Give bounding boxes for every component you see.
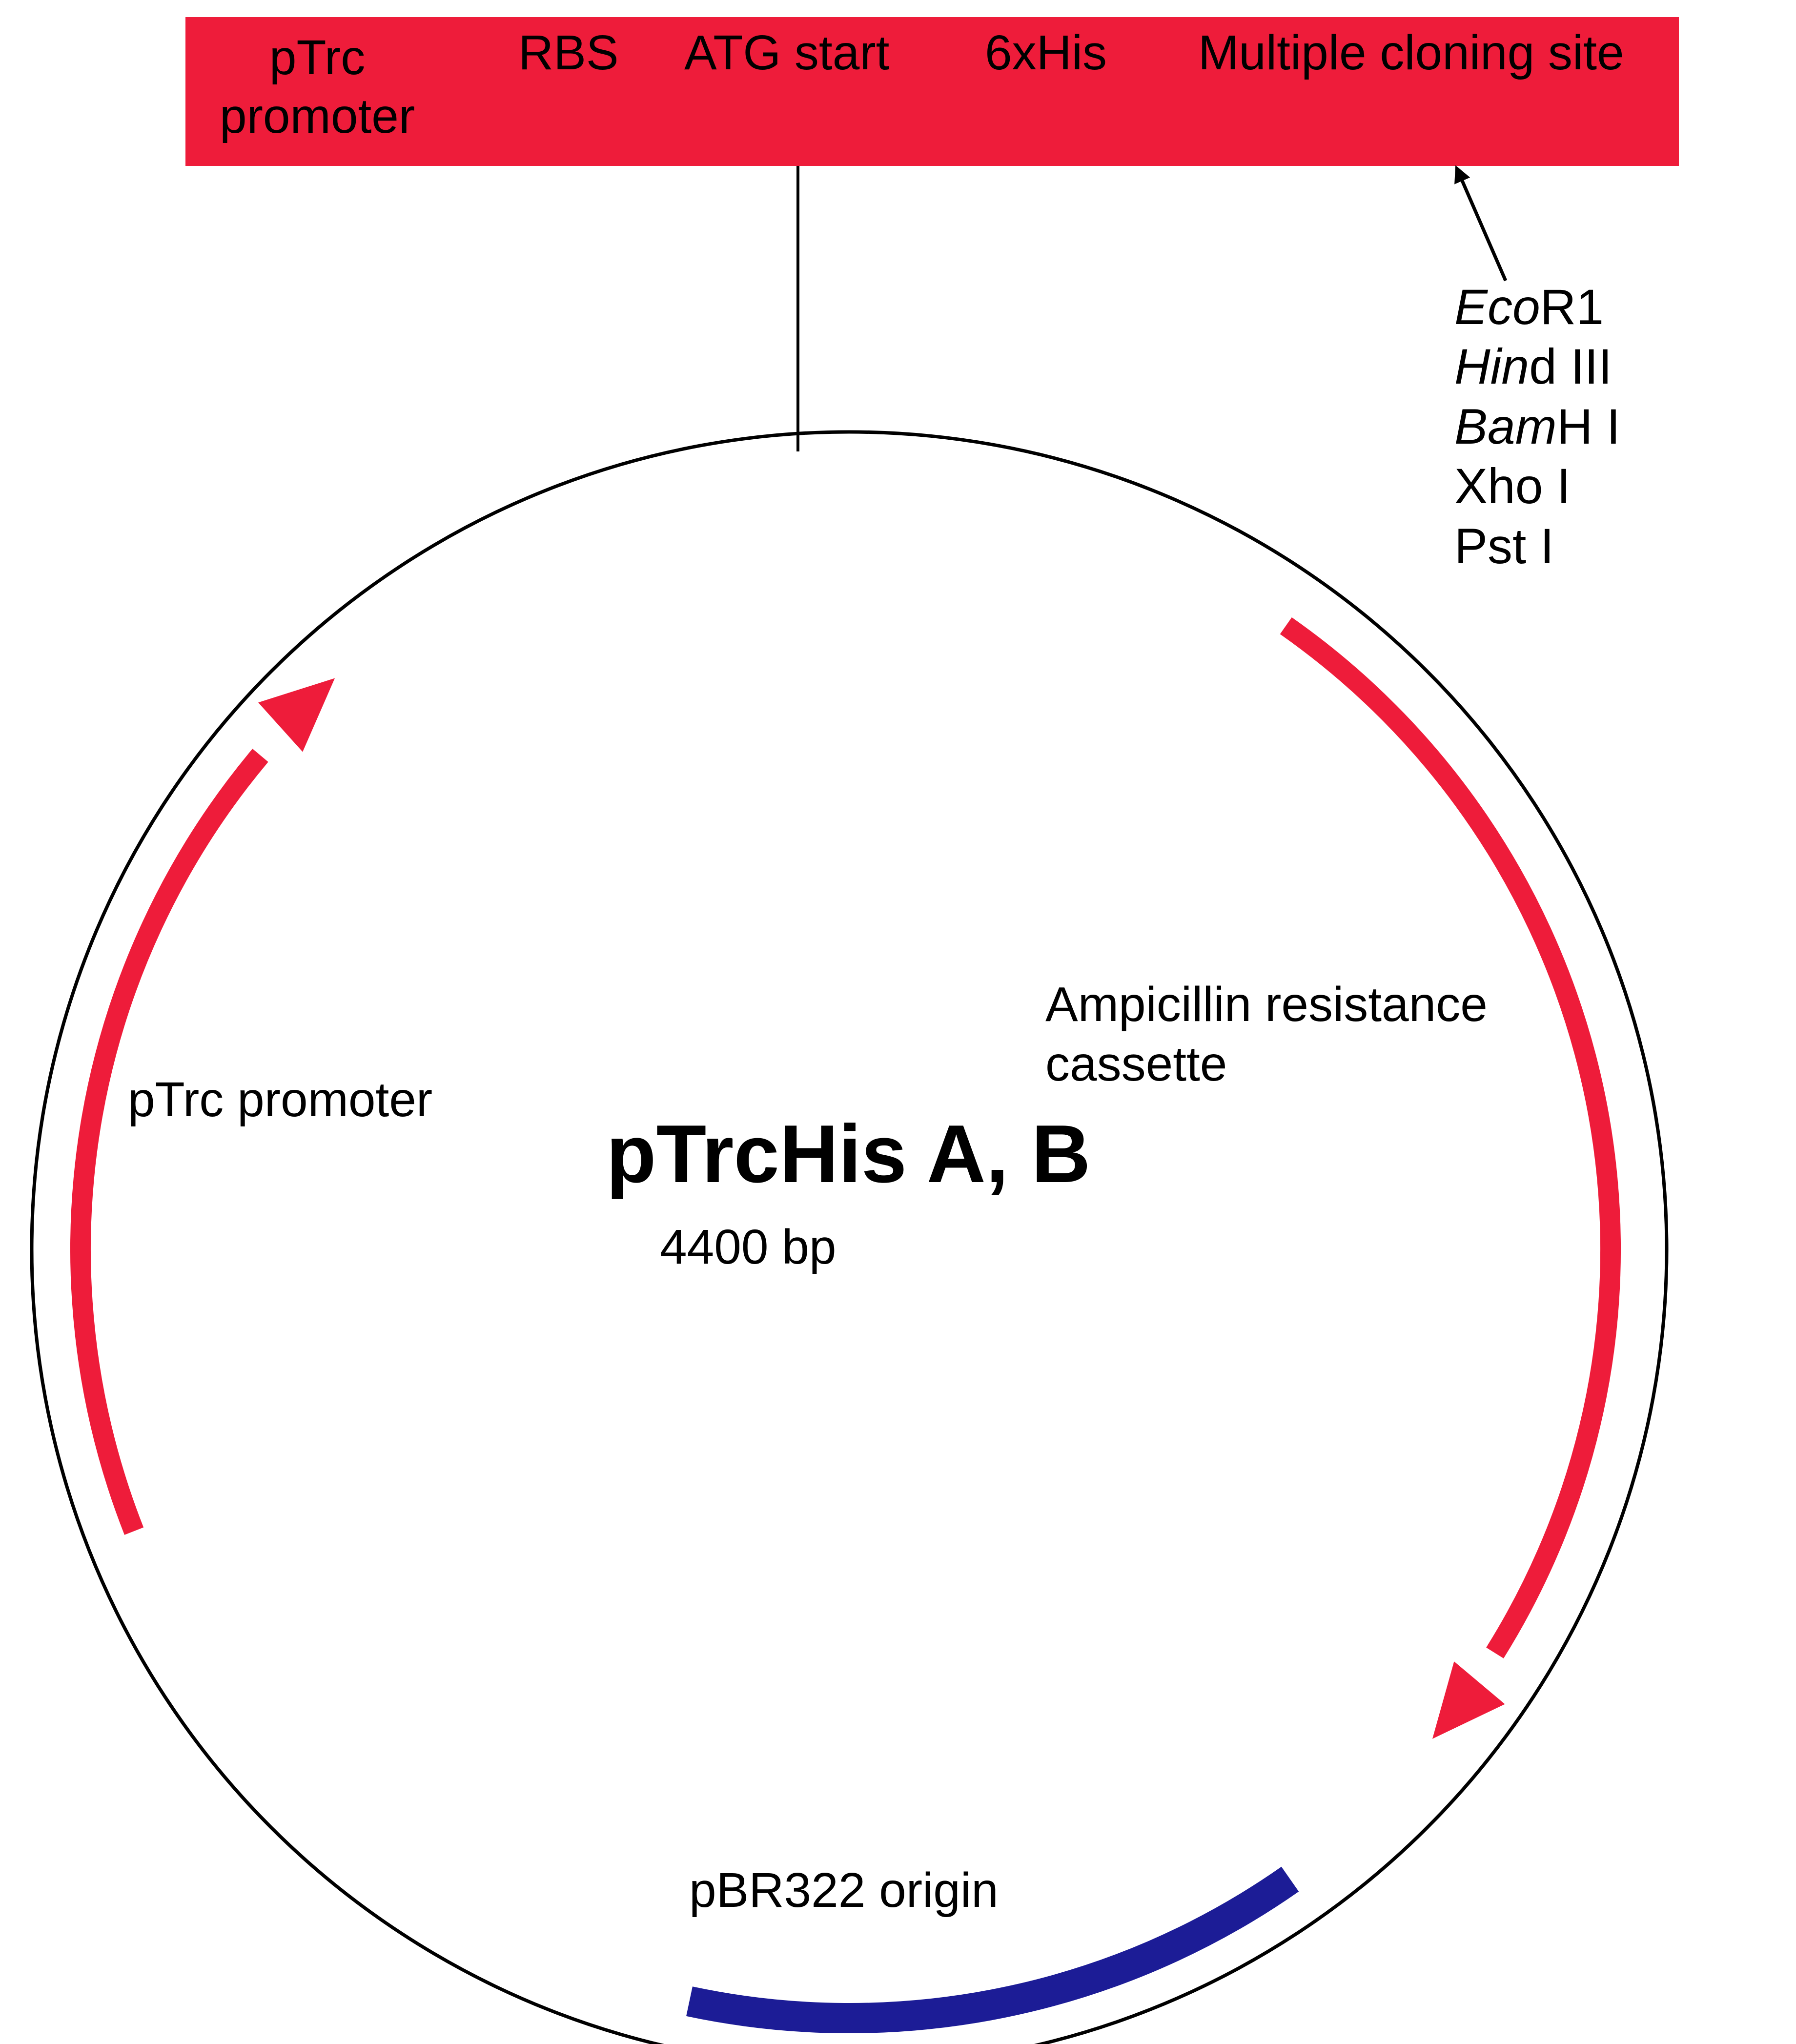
rbs-label: RBS — [518, 25, 619, 80]
site-xhoi: Xho I — [1454, 458, 1571, 514]
atg-start-label: ATG start — [684, 25, 890, 80]
pbr322-origin-label: pBR322 origin — [689, 1863, 999, 1918]
site-psti: Pst I — [1454, 518, 1554, 574]
ptrc-promoter-arrowhead — [258, 678, 335, 752]
plasmid-backbone — [30, 430, 1668, 2044]
ptrc-promoter-bar-label: pTrc promoter — [220, 30, 415, 143]
restriction-sites-list: EcoR1 Hind III BamH I Xho I Pst I — [1454, 277, 1620, 576]
site-hindiii: Hind III — [1454, 339, 1612, 395]
site-ecor1: EcoR1 — [1454, 279, 1604, 335]
pbr322-origin-arc — [686, 1866, 1299, 2034]
ptrc-promoter-arc — [70, 749, 268, 1535]
plasmid-size: 4400 bp — [660, 1220, 837, 1274]
plasmid-name: pTrcHis A, B — [606, 1108, 1091, 1200]
multiple-cloning-site-label: Multiple cloning site — [1198, 25, 1624, 80]
ampicillin-resistance-arrowhead — [1432, 1661, 1505, 1739]
ampicillin-resistance-label: Ampicillin resistance cassette — [1045, 977, 1488, 1091]
mcs-pointer-arrow — [1454, 165, 1508, 282]
site-bamhi: BamH I — [1454, 398, 1621, 454]
ampicillin-resistance-arc — [1280, 617, 1621, 1658]
header-bar — [185, 17, 1679, 166]
ptrc-promoter-label: pTrc promoter — [128, 1072, 433, 1127]
his-tag-label: 6xHis — [985, 25, 1107, 80]
